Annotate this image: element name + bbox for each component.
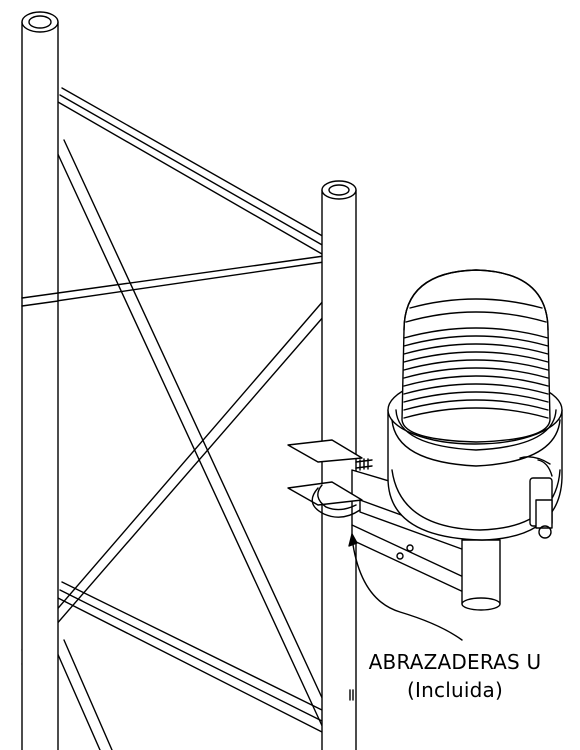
clamp-callout: ABRAZADERAS U (Incluida): [330, 648, 580, 704]
u-clamp[interactable]: [287, 439, 407, 518]
mast-pipe: [321, 180, 357, 750]
callout-label: ABRAZADERAS U: [368, 650, 542, 674]
tower-left-leg: [21, 11, 59, 750]
tower-bracing: [21, 87, 331, 750]
callout-leader: [348, 533, 463, 641]
callout-note: (Incluida): [407, 678, 503, 702]
beacon-light: [387, 269, 563, 611]
